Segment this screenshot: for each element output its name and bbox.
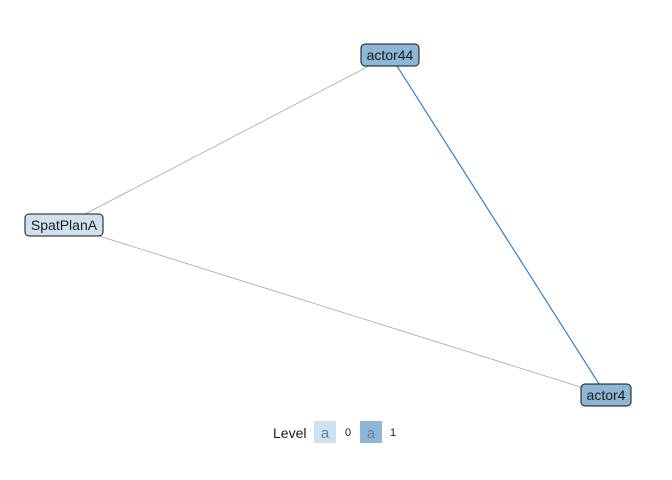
legend-key (314, 421, 336, 443)
node-spatplana[interactable]: SpatPlanA (24, 213, 104, 237)
legend-value: 1 (390, 427, 396, 439)
node-label: actor4 (587, 387, 626, 403)
node-label: SpatPlanA (31, 217, 98, 233)
node-actor44[interactable]: actor44 (360, 43, 420, 67)
node-label: actor44 (367, 47, 414, 63)
legend-key-glyph: a (367, 425, 376, 442)
legend-key-glyph: a (321, 425, 330, 442)
edge-layer (63, 54, 607, 396)
legend-key (360, 421, 382, 443)
node-box (580, 383, 632, 407)
node-box (360, 43, 420, 67)
legend-value: 0 (345, 427, 351, 439)
legend-title: Level (273, 425, 306, 441)
edge-actor44-actor4 (389, 54, 607, 396)
node-actor4[interactable]: actor4 (580, 383, 632, 407)
edge-actor44-spatplana (63, 54, 391, 226)
edge-spatplana-actor4 (63, 224, 607, 396)
node-box (24, 213, 104, 237)
